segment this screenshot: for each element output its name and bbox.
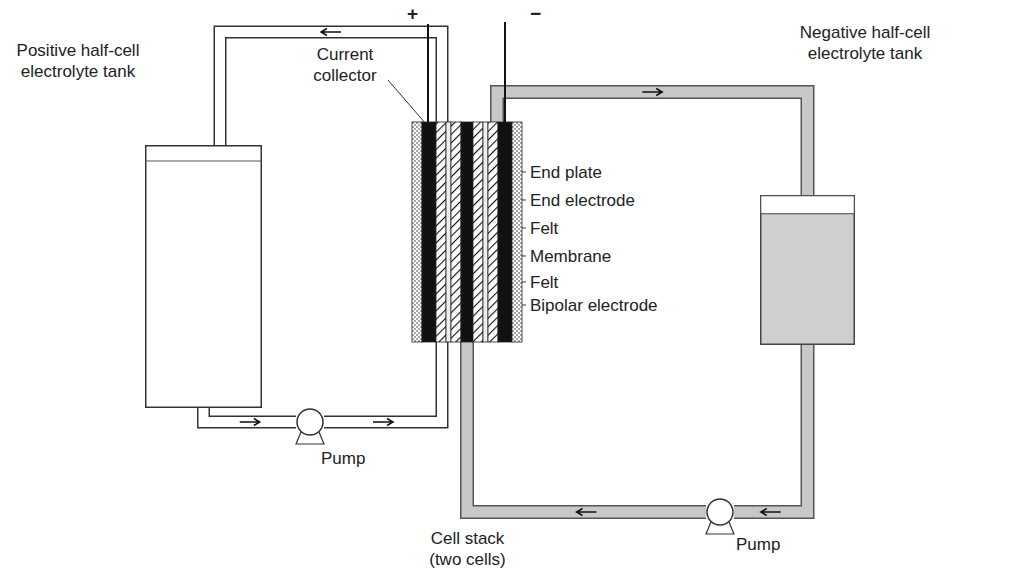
pipe — [220, 29, 442, 146]
node-shape — [760, 195, 855, 345]
part-label: Felt — [530, 272, 558, 293]
node-heading: Negative half-cell electrolyte tank — [790, 22, 940, 64]
felt — [488, 122, 498, 342]
end-plate — [512, 122, 522, 342]
felt — [451, 122, 461, 342]
pipe-bore — [220, 32, 442, 145]
pump-label: Pump — [321, 448, 365, 469]
node-shape — [412, 122, 523, 342]
terminal-sign: + — [407, 3, 418, 24]
pipe-wall — [204, 408, 297, 422]
flow-arrow — [321, 29, 341, 36]
pipe — [204, 408, 297, 426]
pipe-bore — [734, 345, 808, 512]
pipe — [497, 89, 808, 196]
pump: Pump — [296, 408, 324, 436]
pipe-bore — [497, 92, 808, 195]
pipe-wall — [467, 342, 706, 512]
electrolyte-tank: Negative half-cell electrolyte tank — [760, 195, 855, 345]
flow-arrow — [577, 509, 597, 516]
leader-line — [388, 80, 426, 124]
node-shape — [706, 498, 734, 526]
part-label: End electrode — [530, 190, 635, 211]
pipe — [467, 342, 706, 516]
node-shape — [145, 145, 262, 408]
flow-arrow — [642, 89, 662, 96]
end-plate — [412, 122, 422, 342]
terminal-sign: − — [530, 3, 541, 24]
felt — [436, 122, 446, 342]
pipe-wall — [220, 32, 442, 145]
flow-arrow — [373, 419, 393, 426]
negative-terminal — [504, 22, 506, 122]
pipe-wall — [734, 345, 808, 512]
bipolar-electrode — [461, 122, 473, 342]
part-label: Bipolar electrode — [530, 295, 658, 316]
pipe-bore — [204, 408, 297, 422]
pump-body — [297, 409, 323, 435]
pipe-bore — [467, 342, 706, 512]
felt — [473, 122, 483, 342]
end-electrode — [422, 122, 436, 342]
tank-headspace — [761, 196, 855, 214]
tank-outline — [761, 196, 855, 345]
membrane — [483, 122, 488, 342]
cell-stack: Cell stack (two cells) — [412, 122, 523, 342]
pipe-bore — [324, 342, 442, 422]
part-label: Felt — [530, 218, 558, 239]
part-label: Current collector — [300, 44, 390, 86]
part-label: Membrane — [530, 246, 611, 267]
pump-body — [707, 499, 733, 525]
node-heading: Positive half-cell electrolyte tank — [3, 40, 153, 82]
pump-label: Pump — [736, 534, 780, 555]
pump: Pump — [706, 498, 734, 526]
pipe — [324, 342, 442, 426]
node-heading: Cell stack (two cells) — [420, 528, 515, 570]
part-label: End plate — [530, 162, 602, 183]
membrane — [446, 122, 451, 342]
electrolyte-tank: Positive half-cell electrolyte tank — [145, 145, 262, 408]
flow-arrow — [761, 509, 781, 516]
positive-terminal — [427, 24, 429, 122]
end-electrode — [498, 122, 512, 342]
flow-arrow — [240, 419, 260, 426]
tank-outline — [146, 146, 262, 408]
pipe-wall — [497, 92, 808, 195]
pipe-wall — [324, 342, 442, 422]
node-shape — [296, 408, 324, 436]
liquid-level — [145, 161, 262, 162]
pipe — [734, 345, 808, 516]
